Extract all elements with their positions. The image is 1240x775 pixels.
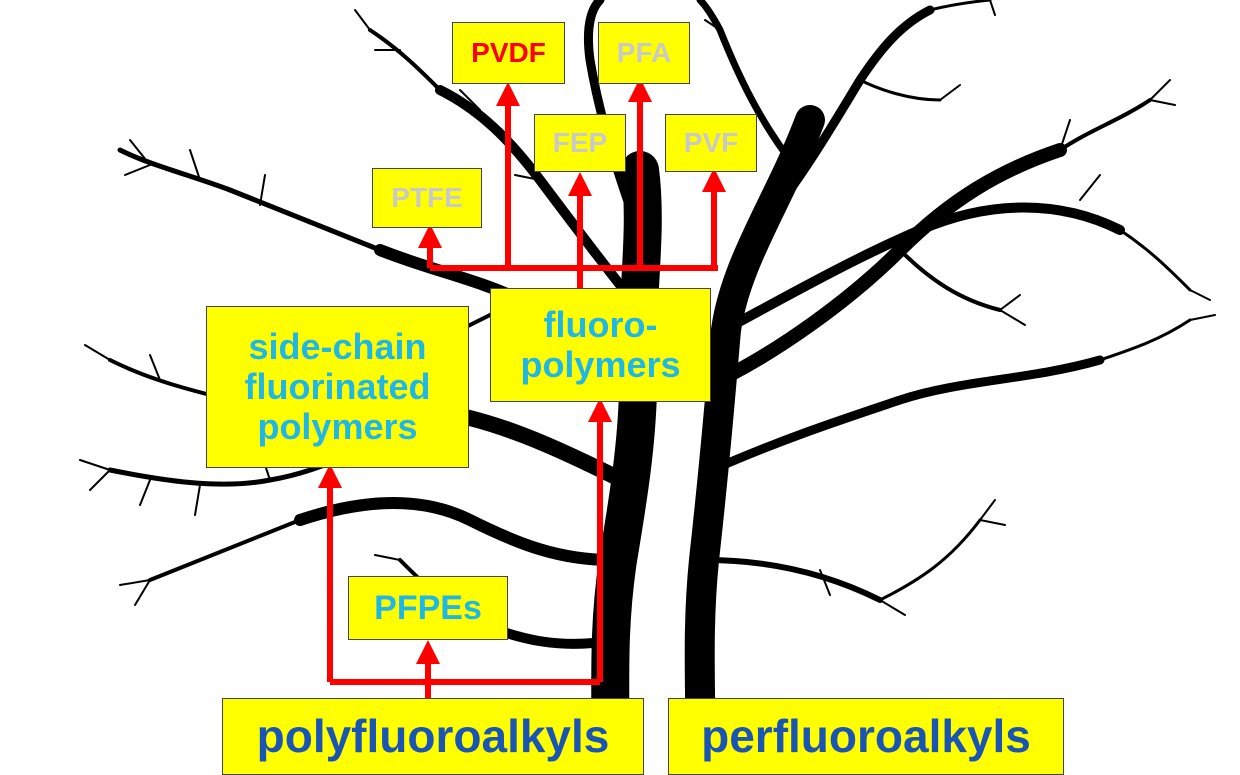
node-pvf: PVF [665, 114, 757, 172]
node-fluoropolymers: fluoro- polymers [490, 288, 711, 402]
node-pvdf: PVDF [452, 22, 565, 84]
node-pfa: PFA [598, 22, 690, 84]
node-ptfe: PTFE [372, 168, 482, 228]
node-polyfluoroalkyls: polyfluoroalkyls [222, 698, 644, 775]
node-side-chain-fluorinated-polymers: side-chain fluorinated polymers [206, 306, 469, 468]
node-fep: FEP [534, 114, 626, 172]
node-perfluoroalkyls: perfluoroalkyls [668, 698, 1064, 775]
node-pfpes: PFPEs [348, 576, 508, 640]
